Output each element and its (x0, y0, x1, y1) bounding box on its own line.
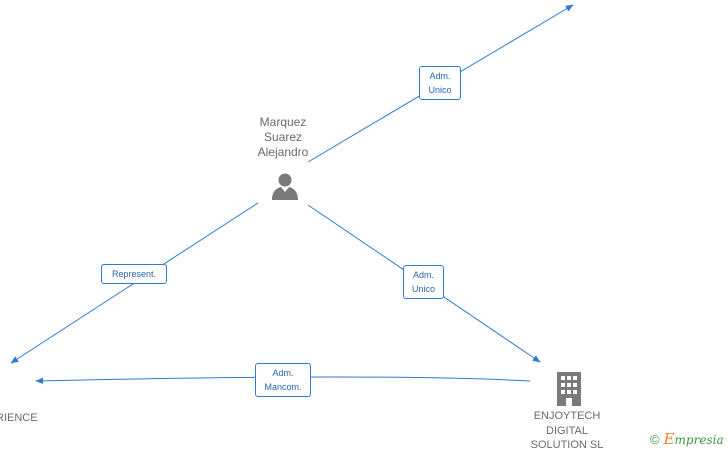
brand-logo: Empresia (663, 430, 724, 448)
person-name-line: Alejandro (257, 145, 309, 159)
relation-label-represent[interactable]: Represent. (101, 264, 167, 284)
relation-label-top[interactable]: Adm. Unico (419, 66, 461, 100)
building-icon[interactable] (554, 370, 584, 406)
company-name-line: ENJOYTECH (533, 410, 601, 422)
relation-label-bottom[interactable]: Adm. Mancom. (255, 363, 311, 397)
edge-company-to-left (35, 376, 531, 385)
company-name[interactable]: ENJOYTECH DIGITAL SOLUTION SL (515, 409, 619, 453)
person-name-line: Marquez (259, 115, 307, 129)
company-name-line: DIGITAL (546, 424, 588, 437)
offscreen-node-label[interactable]: RIENCE (0, 412, 38, 424)
empresia-watermark[interactable]: © Empresia (650, 430, 724, 448)
copyright-icon: © (650, 431, 660, 447)
person-name[interactable]: Marquez Suarez Alejandro (243, 115, 323, 160)
company-name-line: SOLUTION SL (530, 439, 604, 451)
person-name-line: Suarez (263, 130, 303, 144)
relation-label-right[interactable]: Adm. Unico (403, 265, 444, 299)
person-icon[interactable] (270, 171, 300, 201)
